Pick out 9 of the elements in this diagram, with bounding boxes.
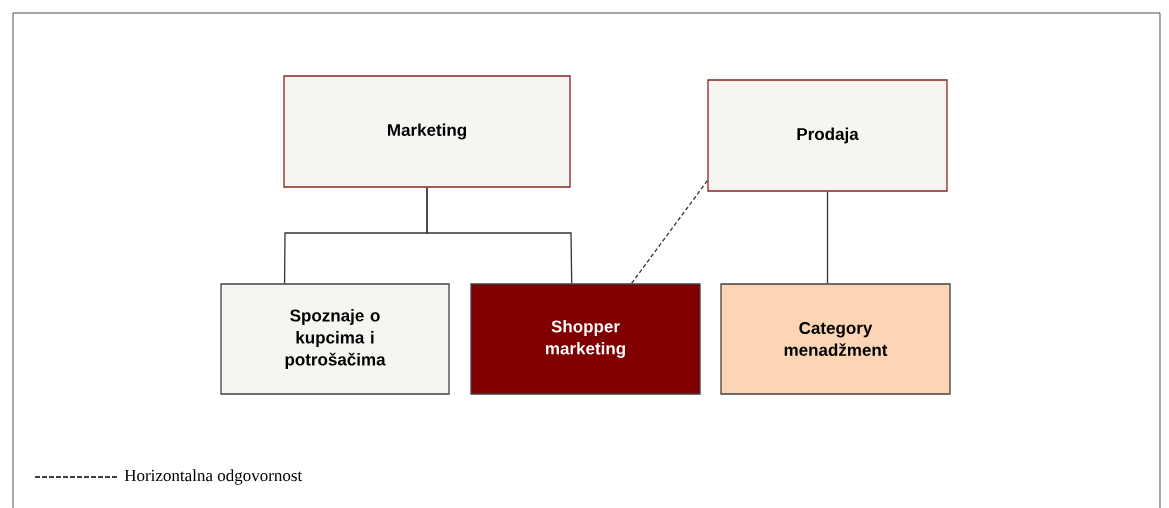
process-box: Category menadžment: [720, 283, 951, 395]
process-box: Shopper marketing: [470, 283, 701, 395]
legend-text: Horizontalna odgovornost: [124, 469, 303, 485]
process-box: Spoznaje o kupcima i potrošačima: [220, 283, 450, 395]
process-box: Marketing: [283, 75, 571, 188]
process-box: Prodaja: [707, 79, 948, 192]
connector-line: [826, 191, 829, 284]
connector-line: [426, 187, 573, 284]
dashed-line: [630, 180, 708, 284]
